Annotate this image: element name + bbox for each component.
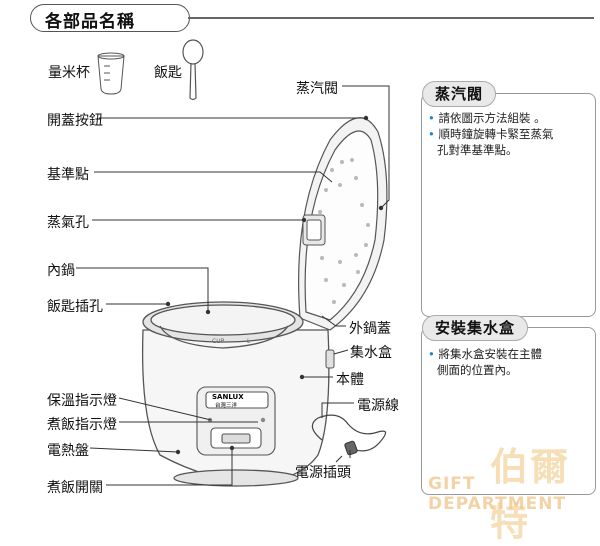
steam-valve-part xyxy=(302,214,326,246)
water-box-instruction-1: • 將集水盒安裝在主體 xyxy=(428,347,542,361)
steam-valve-panel: 蒸汽閥 • 請依圖示方法組裝 。 • 順時鐘旋轉卡緊至蒸氣 孔對準基準點。 xyxy=(421,81,596,317)
cook-indicator-label: 煮飯指示燈 xyxy=(47,417,117,433)
steam-valve-label: 蒸汽閥 xyxy=(296,81,338,97)
cup-mark: CUP xyxy=(212,338,225,345)
rice-spoon-icon xyxy=(182,39,204,101)
steam-hole-label: 蒸氣孔 xyxy=(47,215,89,231)
watermark-subtext: GIFT DEPARTMENT xyxy=(428,474,567,514)
cook-switch-label: 煮飯開關 xyxy=(47,480,103,496)
lid-button-label: 開蓋按鈕 xyxy=(47,113,103,129)
power-plug-part xyxy=(335,440,358,463)
level-mark: L xyxy=(247,338,251,345)
water-box-part xyxy=(325,349,335,369)
cook-indicator-light xyxy=(260,417,266,423)
page-title: 各部品名稱 xyxy=(45,12,135,32)
outer-lid-label: 外鍋蓋 xyxy=(349,321,391,337)
measuring-cup-label: 量米杯 xyxy=(48,65,90,81)
leader-dots xyxy=(165,115,384,455)
spoon-hole-label: 飯匙插孔 xyxy=(47,299,103,315)
water-box-panel: 安裝集水盒 • 將集水盒安裝在主體 側面的位置內。 xyxy=(421,315,596,495)
water-box-panel-title: 安裝集水盒 xyxy=(422,315,529,341)
water-box-label: 集水盒 xyxy=(350,345,392,361)
leader-lines xyxy=(76,85,390,486)
power-plug-label: 電源插頭 xyxy=(295,465,351,481)
power-cord-label: 電源線 xyxy=(357,398,399,414)
heating-plate-label: 電熱盤 xyxy=(47,443,89,459)
steam-valve-instruction-2: • 順時鐘旋轉卡緊至蒸氣 xyxy=(428,127,554,141)
measuring-cup-icon xyxy=(97,52,125,95)
steam-valve-instruction-3: 孔對準基準點。 xyxy=(437,143,518,157)
water-box-instruction-2: 側面的位置內。 xyxy=(437,363,518,377)
lid-vent-dots xyxy=(316,158,370,304)
steam-valve-instruction-1: • 請依圖示方法組裝 。 xyxy=(428,111,546,125)
rice-spoon-label: 飯匙 xyxy=(154,65,182,81)
control-panel xyxy=(196,386,276,456)
power-cord-part xyxy=(311,414,387,452)
brand-logo: SANLUX xyxy=(212,393,244,401)
brand-sub: 台灣三洋 xyxy=(215,401,238,409)
inner-pot-part xyxy=(142,301,304,349)
steam-valve-panel-title: 蒸汽閥 xyxy=(422,81,497,107)
body-label: 本體 xyxy=(336,372,364,388)
inner-pot-label: 內鍋 xyxy=(47,263,75,279)
warm-indicator-label: 保溫指示燈 xyxy=(47,393,117,409)
reference-mark-label: 基準點 xyxy=(47,167,89,183)
title-underline xyxy=(188,17,594,19)
section-title-tab: 各部品名稱 xyxy=(30,4,190,32)
